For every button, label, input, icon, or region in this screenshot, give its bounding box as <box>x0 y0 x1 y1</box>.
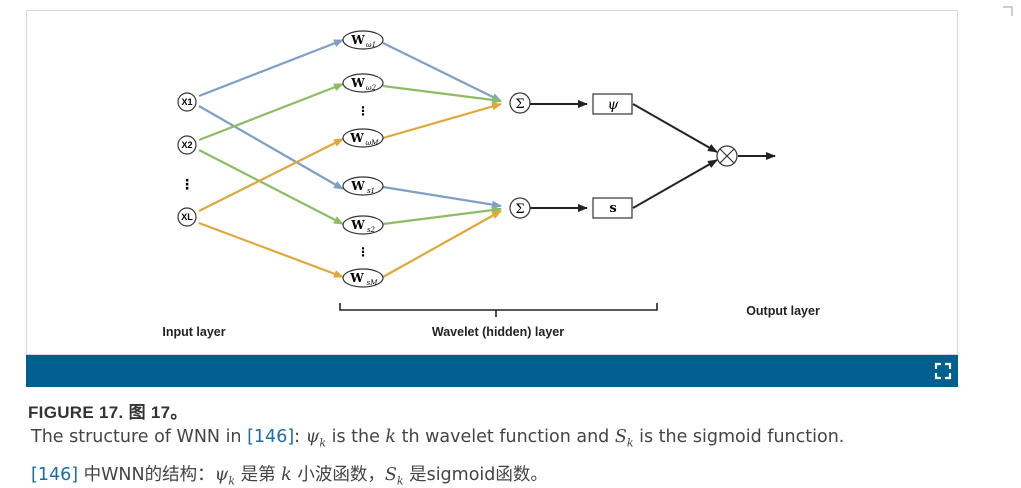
edge-wωm-sum1 <box>382 102 502 140</box>
svg-text:ψ: ψ <box>608 97 620 113</box>
weight-node-w-omegaM: W ωM <box>342 128 384 148</box>
input-node-x2: X2 <box>177 135 197 155</box>
math-k: k <box>385 427 397 447</box>
edge-wω2-sum1 <box>382 84 502 104</box>
edge-ws1-sum2 <box>382 185 502 209</box>
weight-to-sum-edges <box>382 42 502 278</box>
input-to-weight-edges <box>198 38 344 279</box>
math-psi-k-zh: ψk <box>214 465 236 488</box>
figure-caption-title: FIGURE 17. 图 17。 <box>28 403 188 422</box>
figure-caption-en: The structure of WNN in [146]: ψk is the… <box>31 427 845 450</box>
edge-xl-wωm <box>198 138 344 212</box>
reference-link[interactable]: [146] <box>247 427 295 447</box>
svg-text:ω1: ω1 <box>366 41 376 49</box>
hidden-layer-label: Wavelet (hidden) layer <box>432 325 564 339</box>
svg-text:ω2: ω2 <box>366 84 377 92</box>
svg-text:sM: sM <box>367 279 379 287</box>
input-layer-label: Input layer <box>162 325 225 339</box>
sigmoid-box: s <box>592 197 633 219</box>
weight-node-w-omega1: W ω1 <box>342 30 384 50</box>
reference-link-zh[interactable]: [146] <box>31 465 79 485</box>
math-s-k: Sk <box>614 427 634 450</box>
svg-text:XL: XL <box>181 212 193 222</box>
svg-text:X2: X2 <box>181 140 192 150</box>
edge-ws2-sum2 <box>382 206 502 226</box>
edge-x1-ws1 <box>198 105 344 190</box>
figure-toolbar <box>26 355 958 387</box>
lower-weight-ellipsis: ⋮ <box>357 245 369 259</box>
edge-psi-product <box>632 103 718 153</box>
svg-text:ωM: ωM <box>366 139 380 147</box>
sum-node-lower: Σ <box>509 197 531 219</box>
hidden-layer-bracket <box>339 303 658 317</box>
edge-xl-wsm <box>198 221 344 279</box>
edge-x1-wω1 <box>198 38 344 98</box>
edge-wω1-sum1 <box>382 42 502 102</box>
math-k-zh: k <box>281 465 292 485</box>
input-node-xl: XL <box>177 207 197 227</box>
input-node-x1: X1 <box>177 92 197 112</box>
svg-text:X1: X1 <box>181 97 192 107</box>
figure-caption-zh: [146] 中WNN的结构：ψk 是第 k 小波函数，Sk 是sigmoid函数… <box>31 465 548 488</box>
corner-bracket-icon[interactable] <box>1000 4 1016 20</box>
svg-text:W: W <box>350 218 365 232</box>
output-edges <box>530 100 776 212</box>
sum-node-upper: Σ <box>509 92 531 114</box>
upper-weight-ellipsis: ⋮ <box>357 104 369 118</box>
weight-node-w-s2: W s2 <box>342 215 384 235</box>
math-s-k-zh: Sk <box>384 465 404 488</box>
svg-text:s2: s2 <box>367 226 376 234</box>
input-ellipsis: ⋮ <box>180 177 194 193</box>
edge-x2-wω2 <box>198 82 344 142</box>
edge-x2-ws2 <box>198 149 344 225</box>
weight-node-w-s1: W s1 <box>342 176 384 196</box>
product-node <box>716 145 738 167</box>
edge-wsm-sum2 <box>382 210 502 278</box>
wnn-diagram: X1 X2 ⋮ XL W ω1 W ω2 ⋮ W ωM <box>162 30 820 339</box>
svg-text:W: W <box>349 131 364 145</box>
output-layer-label: Output layer <box>746 304 820 318</box>
svg-text:Σ: Σ <box>515 202 524 217</box>
svg-text:s1: s1 <box>367 187 375 195</box>
weight-node-w-sM: W sM <box>342 268 384 288</box>
svg-text:W: W <box>350 76 365 90</box>
svg-text:Σ: Σ <box>515 97 524 112</box>
svg-text:W: W <box>350 179 365 193</box>
edge-s-product <box>632 159 718 209</box>
expand-icon[interactable] <box>934 362 952 380</box>
weight-node-w-omega2: W ω2 <box>342 73 384 93</box>
svg-text:W: W <box>350 33 365 47</box>
svg-text:W: W <box>349 271 364 285</box>
math-psi-k: ψk <box>305 427 327 450</box>
figure-image: X1 X2 ⋮ XL W ω1 W ω2 ⋮ W ωM <box>26 10 958 355</box>
svg-text:s: s <box>609 201 616 216</box>
psi-box: ψ <box>592 93 633 115</box>
